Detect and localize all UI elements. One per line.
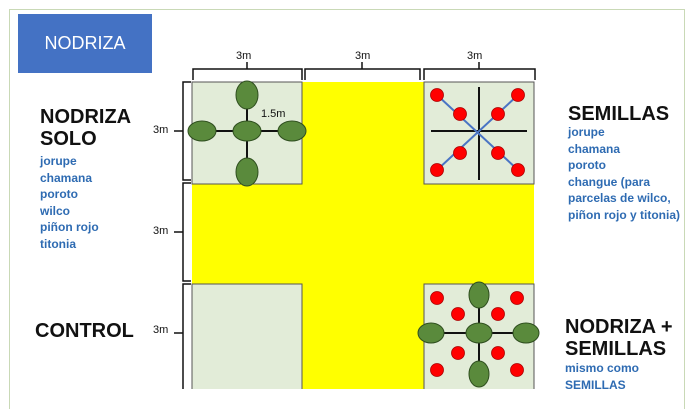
nurse-plant <box>512 322 540 344</box>
left-dimension-brackets <box>174 81 191 389</box>
nurse-plant <box>187 120 217 142</box>
species-item: piñon rojo <box>40 220 99 234</box>
seed <box>491 146 505 160</box>
top-dim-label-1: 3m <box>236 50 252 62</box>
species-item: SEMILLAS <box>565 377 626 392</box>
heading-nodriza-semillas: NODRIZA + SEMILLAS <box>565 316 673 360</box>
plot-control <box>191 283 303 389</box>
spacing-label: 1.5m <box>261 108 285 120</box>
species-item: poroto <box>568 158 606 172</box>
heading-semillas: SEMILLAS <box>568 103 670 125</box>
seed <box>430 363 444 377</box>
heading-nodriza-solo: NODRIZA SOLO <box>40 106 132 150</box>
nurse-plant <box>417 322 445 344</box>
seed <box>511 88 525 102</box>
seed <box>453 146 467 160</box>
slide-frame <box>9 9 685 409</box>
species-list-nodriza-semillas: mismo como SEMILLAS <box>565 360 639 393</box>
seed-pattern-top-right <box>430 87 527 180</box>
planting-diagram: 1.5m <box>174 62 540 389</box>
seed <box>511 163 525 177</box>
species-item: piñon rojo y titonia) <box>568 207 680 222</box>
seed <box>510 291 524 305</box>
left-dim-label-1: 3m <box>153 124 169 136</box>
species-item: parcelas de wilco, <box>568 191 671 205</box>
species-item: wilco <box>40 203 71 218</box>
seed <box>430 291 444 305</box>
species-item: chamana <box>568 141 621 156</box>
species-list-nodriza-solo: jorupe chamana poroto wilco piñon rojo t… <box>40 153 99 252</box>
title-box: NODRIZA <box>18 14 152 73</box>
top-dim-label-3: 3m <box>467 50 483 62</box>
nurse-seed-pattern-bottom-right <box>417 281 540 388</box>
seed <box>430 88 444 102</box>
seed <box>510 363 524 377</box>
nurse-plant <box>235 80 259 110</box>
heading-control: CONTROL <box>35 320 134 342</box>
seed <box>491 346 505 360</box>
seed <box>451 346 465 360</box>
top-dimension-brackets <box>192 62 536 80</box>
species-list-semillas: jorupe chamana poroto changue (para parc… <box>568 124 680 223</box>
seed <box>491 107 505 121</box>
species-item: jorupe <box>568 125 605 139</box>
nurse-plant <box>232 120 262 142</box>
seed <box>451 307 465 321</box>
nurse-plant <box>468 281 490 309</box>
seed <box>491 307 505 321</box>
top-dim-label-2: 3m <box>355 50 371 62</box>
nurse-plant <box>465 322 493 344</box>
nurse-plant <box>235 157 259 187</box>
species-item: changue (para <box>568 174 651 189</box>
seed <box>453 107 467 121</box>
nurse-plant <box>277 120 307 142</box>
species-item: mismo como <box>565 361 640 375</box>
nurse-plant-cross-top-left <box>187 80 307 187</box>
species-item: titonia <box>40 236 76 251</box>
species-item: jorupe <box>40 154 77 168</box>
left-dim-label-2: 3m <box>153 225 169 237</box>
left-dim-label-3: 3m <box>153 324 169 336</box>
seed <box>430 163 444 177</box>
species-item: chamana <box>40 170 93 185</box>
nurse-plant <box>468 360 490 388</box>
species-item: poroto <box>40 187 78 201</box>
